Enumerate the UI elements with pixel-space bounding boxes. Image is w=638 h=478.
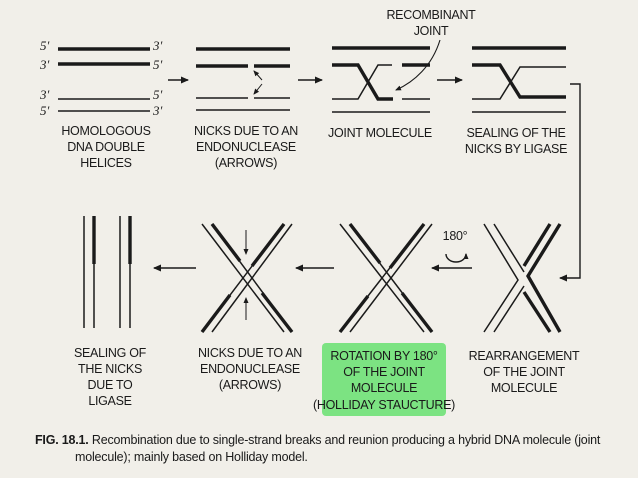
step4-sealed-joint: [472, 46, 566, 113]
rotation-icon: [445, 253, 469, 263]
step8-label: SEALING OF: [74, 346, 147, 360]
step5-rearranged-x: [483, 223, 562, 333]
step8-recombinant-duplexes: [83, 216, 132, 328]
step4-label: NICKS BY LIGASE: [465, 142, 567, 156]
step1-label: HELICES: [80, 156, 131, 170]
step5-label: MOLECULE: [491, 381, 557, 395]
rotation-label: 180°: [443, 229, 468, 243]
step2-label: ENDONUCLEASE: [196, 140, 296, 154]
step8-label: LIGASE: [88, 394, 131, 408]
step8-label: THE NICKS: [78, 362, 142, 376]
figure-number: FIG. 18.1.: [35, 433, 89, 447]
step7-nicked-x: [200, 222, 294, 334]
step2-label: NICKS DUE TO AN: [194, 124, 298, 138]
step6-holliday-structure: [338, 222, 434, 334]
nick-arrow: [253, 83, 263, 95]
caption-line: Recombination due to single-strand break…: [91, 433, 601, 447]
step3-label: JOINT MOLECULE: [328, 126, 432, 140]
figure-caption: FIG. 18.1. Recombination due to single-s…: [35, 432, 625, 466]
step6-label: ROTATION BY 180°: [330, 349, 437, 363]
step6-label: (HOLLIDAY STAUCTURE): [313, 398, 455, 412]
step7-label: (ARROWS): [219, 378, 281, 392]
strand-label: 5′: [40, 103, 50, 118]
strand-label: 5′: [40, 38, 50, 53]
step7-label: NICKS DUE TO AN: [198, 346, 302, 360]
strand-label: 5′: [153, 57, 163, 72]
nick-arrow: [253, 70, 263, 81]
connector-arrow: [559, 83, 581, 282]
step1-helices: [58, 47, 150, 112]
recombinant-joint-label: JOINT: [414, 24, 449, 38]
step6-label: OF THE JOINT: [343, 365, 425, 379]
strand-label: 3′: [152, 103, 163, 118]
step2-label: (ARROWS): [215, 156, 277, 170]
recombinant-joint-label: RECOMBINANT: [386, 8, 476, 22]
caption-line: molecule); mainly based on Holliday mode…: [75, 450, 308, 464]
step8-label: DUE TO: [88, 378, 134, 392]
step5-label: REARRANGEMENT: [469, 349, 580, 363]
step1-label: HOMOLOGOUS: [61, 124, 150, 138]
step3-joint-molecule: [332, 46, 430, 113]
step4-label: SEALING OF THE: [466, 126, 565, 140]
strand-label: 3′: [39, 57, 50, 72]
strand-label: 3′: [152, 38, 163, 53]
strand-label: 5′: [153, 87, 163, 102]
step5-label: OF THE JOINT: [483, 365, 565, 379]
strand-label: 3′: [39, 87, 50, 102]
step7-label: ENDONUCLEASE: [200, 362, 300, 376]
label-highlight: [322, 343, 446, 416]
step6-label: MOLECULE: [351, 381, 417, 395]
recombinant-joint-pointer: [395, 39, 441, 91]
step1-label: DNA DOUBLE: [67, 140, 145, 154]
step2-nicked-helices: [196, 47, 290, 111]
